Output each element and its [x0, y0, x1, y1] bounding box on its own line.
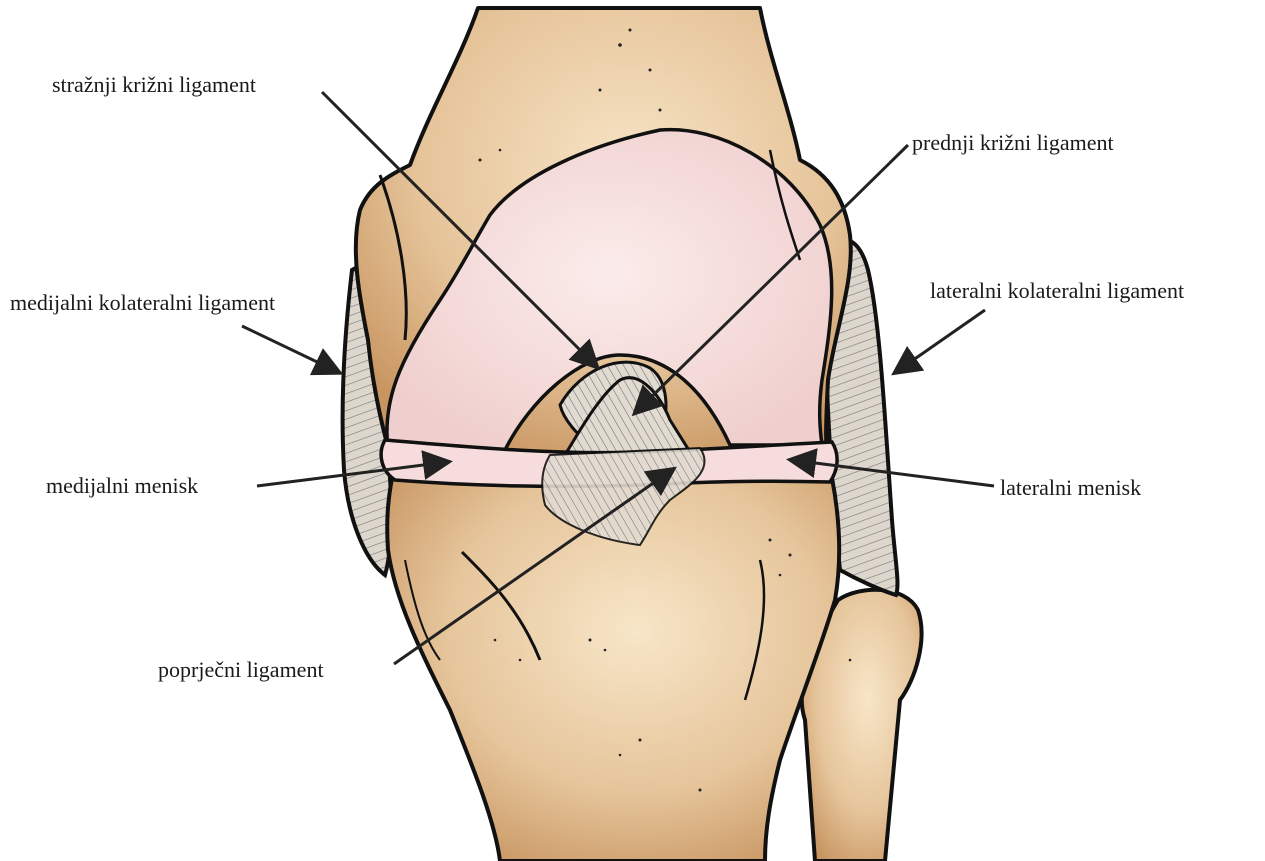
label-medial-meniscus: medijalni menisk — [46, 473, 198, 499]
label-lateral-meniscus: lateralni menisk — [1000, 475, 1141, 501]
label-posterior-cruciate-ligament: stražnji križni ligament — [52, 72, 256, 98]
label-lateral-collateral-ligament: lateralni kolateralni ligament — [930, 278, 1184, 304]
label-transverse-ligament: poprječni ligament — [158, 657, 324, 683]
label-medial-collateral-ligament: medijalni kolateralni ligament — [10, 290, 275, 316]
label-anterior-cruciate-ligament: prednji križni ligament — [912, 130, 1114, 156]
arrow-lateral-collateral — [896, 310, 985, 372]
arrow-medial-collateral — [242, 326, 338, 372]
